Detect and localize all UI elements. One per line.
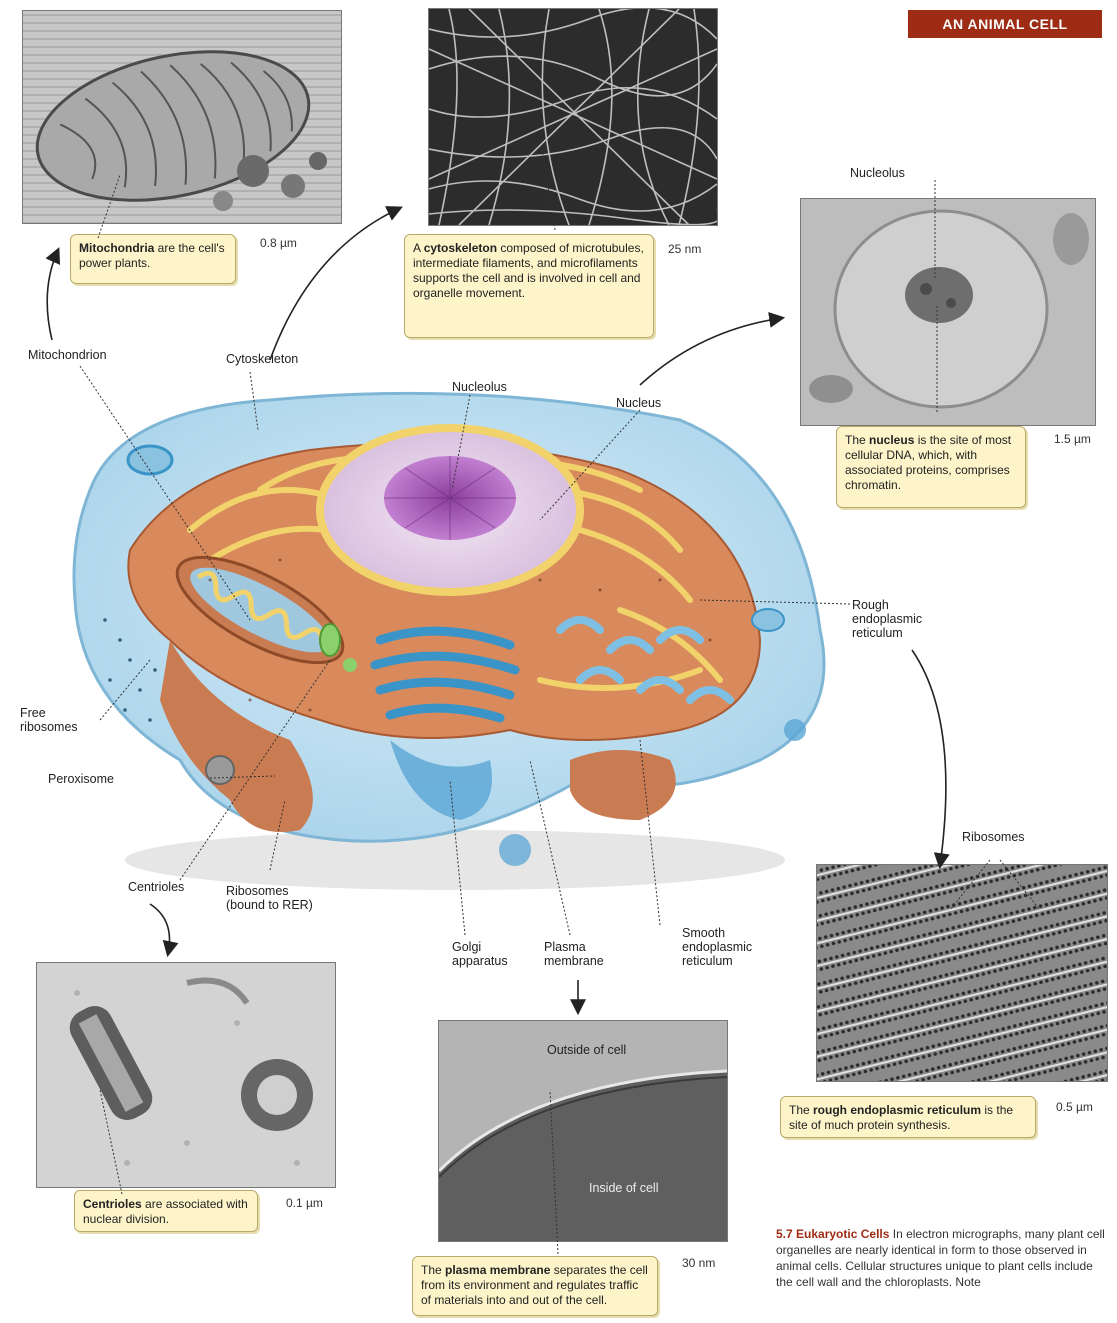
mitochondria-callout: Mitochondria are the cell's power plants… <box>70 234 236 284</box>
plasma-membrane-micrograph: Outside of cell Inside of cell <box>438 1020 728 1242</box>
rer-scale: 0.5 µm <box>1056 1100 1093 1114</box>
centrioles-callout: Centrioles are associated with nuclear d… <box>74 1190 258 1232</box>
label-peroxisome: Peroxisome <box>48 772 114 786</box>
cytoskeleton-scale: 25 nm <box>668 242 701 256</box>
outside-of-cell-label: Outside of cell <box>547 1043 626 1057</box>
label-rough-er: Rough endoplasmic reticulum <box>852 598 922 640</box>
label-free-ribosomes: Free ribosomes <box>20 706 78 734</box>
animal-cell-illustration <box>60 380 850 900</box>
label-nucleus: Nucleus <box>616 396 661 410</box>
mitochondria-scale: 0.8 µm <box>260 236 297 250</box>
label-nucleolus: Nucleolus <box>452 380 507 394</box>
caption-number: 5.7 <box>776 1227 793 1241</box>
rer-ribosomes-label: Ribosomes <box>962 830 1025 844</box>
figure-caption: 5.7 Eukaryotic Cells In electron microgr… <box>776 1226 1106 1290</box>
nucleus-callout: The nucleus is the site of most cellular… <box>836 426 1026 508</box>
label-smooth-er: Smooth endoplasmic reticulum <box>682 926 752 968</box>
rer-micrograph <box>816 864 1108 1082</box>
label-ribosomes-bound: Ribosomes (bound to RER) <box>226 884 313 912</box>
rer-callout: The rough endoplasmic reticulum is the s… <box>780 1096 1036 1138</box>
label-centrioles: Centrioles <box>128 880 184 894</box>
plasma-membrane-scale: 30 nm <box>682 1256 715 1270</box>
nucleus-micrograph-nucleolus-label: Nucleolus <box>850 166 905 180</box>
label-plasma-membrane: Plasma membrane <box>544 940 604 968</box>
label-mitochondrion: Mitochondrion <box>28 348 107 362</box>
inside-of-cell-label: Inside of cell <box>589 1181 658 1195</box>
label-cytoskeleton: Cytoskeleton <box>226 352 298 366</box>
centrioles-micrograph <box>36 962 336 1188</box>
plasma-membrane-callout: The plasma membrane separates the cell f… <box>412 1256 658 1316</box>
nucleus-scale: 1.5 µm <box>1054 432 1091 446</box>
cytoskeleton-callout: A cytoskeleton composed of microtubules,… <box>404 234 654 338</box>
figure-banner: AN ANIMAL CELL <box>908 10 1102 38</box>
caption-title: Eukaryotic Cells <box>796 1227 889 1241</box>
cytoskeleton-micrograph <box>428 8 718 226</box>
label-golgi: Golgi apparatus <box>452 940 508 968</box>
centrioles-scale: 0.1 µm <box>286 1196 323 1210</box>
mitochondria-micrograph <box>22 10 342 224</box>
